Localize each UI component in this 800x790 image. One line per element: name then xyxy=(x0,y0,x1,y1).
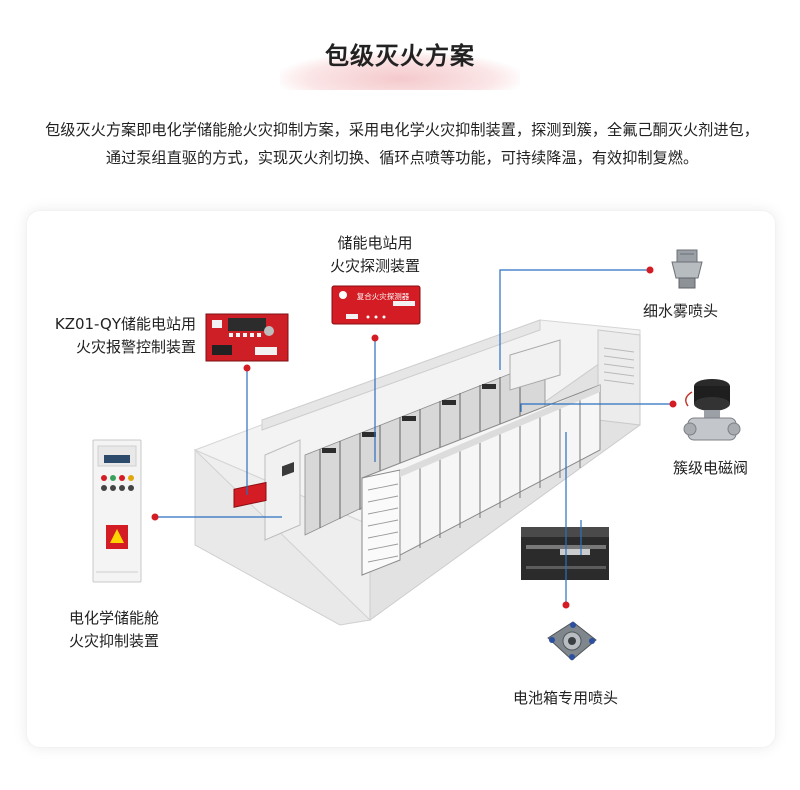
page-title: 包级灭火方案 xyxy=(325,42,475,70)
suppression-cabinet-device xyxy=(92,439,142,583)
suppression-label-line1: 电化学储能舱 xyxy=(68,609,159,627)
mist-nozzle-label: 细水雾喷头 xyxy=(643,302,719,320)
detector-label: 储能电站用 火灾探测装置 xyxy=(330,232,420,278)
detector-device-name: 复合火灾探测器 xyxy=(357,291,410,301)
battery-box-closeup xyxy=(521,527,609,580)
title-area: 包级灭火方案 xyxy=(280,30,520,90)
solenoid-valve-label: 簇级电磁阀 xyxy=(673,459,749,477)
description-text: 包级灭火方案即电化学储能舱火灾抑制方案，采用电化学火灾抑制装置，探测到簇，全氟己… xyxy=(45,121,759,167)
storage-container xyxy=(193,319,641,626)
detector-label-line1: 储能电站用 xyxy=(337,234,413,252)
alarm-control-panel-device xyxy=(205,313,289,362)
alarm-panel-label: KZ01-QY储能电站用 火灾报警控制装置 xyxy=(36,313,196,359)
title-underline-glow xyxy=(280,52,520,90)
solenoid-valve-device xyxy=(683,379,741,441)
battery-nozzle-label: 电池箱专用喷头 xyxy=(513,689,619,707)
container-end-cabinet xyxy=(597,329,641,426)
valve-leader xyxy=(520,403,673,412)
mist-nozzle-leader xyxy=(499,269,650,370)
leader-lines xyxy=(151,266,677,609)
detector-label-line2: 火灾探测装置 xyxy=(330,257,421,275)
suppression-label-line2: 火灾抑制装置 xyxy=(68,632,159,650)
water-mist-nozzle-device xyxy=(671,249,703,289)
alarm-label-line2: 火灾报警控制装置 xyxy=(75,338,196,356)
suppression-device-label: 电化学储能舱 火灾抑制装置 xyxy=(64,607,164,653)
battery-box-nozzle-device xyxy=(547,621,597,661)
wall-alarm-module xyxy=(233,481,267,508)
alarm-label-line1: KZ01-QY储能电站用 xyxy=(54,315,196,333)
inner-control-cabinet xyxy=(264,439,301,541)
fire-detector-device xyxy=(331,285,421,325)
container-back-wall xyxy=(261,319,541,431)
